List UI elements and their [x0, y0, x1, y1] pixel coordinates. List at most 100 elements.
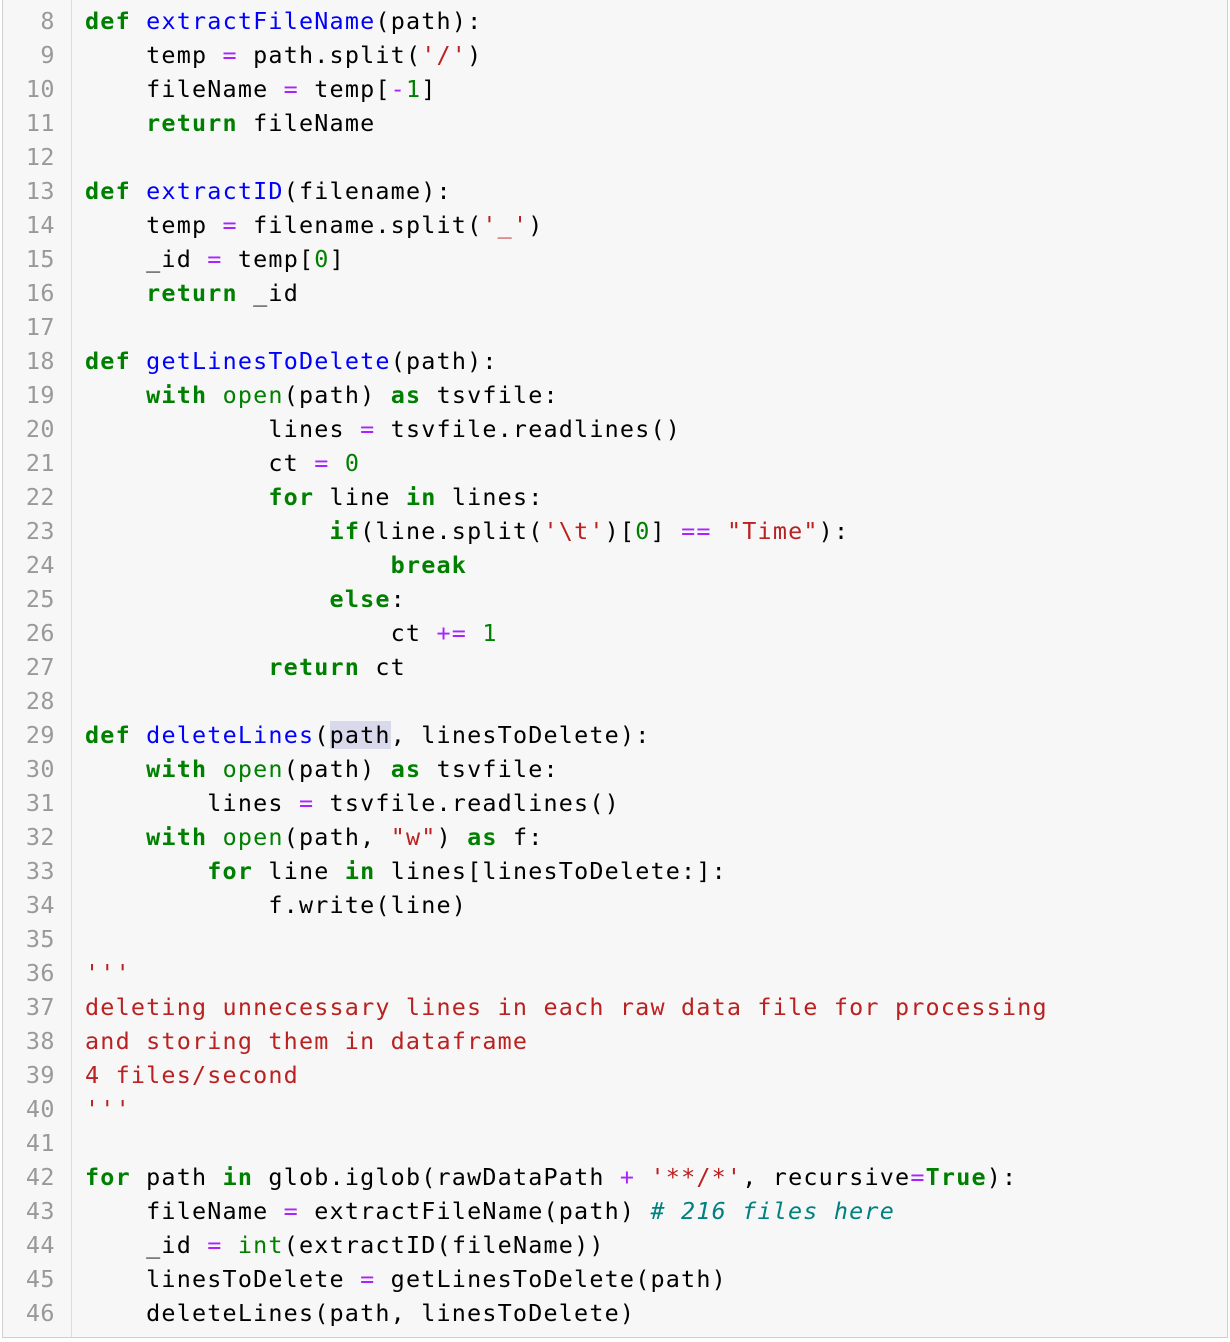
code-line[interactable]: f.write(line)	[85, 888, 1227, 922]
code-line[interactable]: _id = temp[0]	[85, 242, 1227, 276]
code-line[interactable]: for line in lines[linesToDelete:]:	[85, 854, 1227, 888]
code-line[interactable]: deleteLines(path, linesToDelete)	[85, 1296, 1227, 1330]
line-number: 11	[25, 109, 55, 137]
code-token: =	[283, 1197, 299, 1225]
code-line[interactable]: linesToDelete = getLinesToDelete(path)	[85, 1262, 1227, 1296]
code-token: path	[329, 721, 391, 749]
code-line[interactable]	[85, 310, 1227, 344]
code-line[interactable]: with open(path) as tsvfile:	[85, 752, 1227, 786]
code-token: if	[329, 517, 361, 545]
line-number: 43	[25, 1197, 55, 1225]
code-token	[85, 653, 268, 681]
code-line[interactable]: return ct	[85, 650, 1227, 684]
code-token	[85, 585, 330, 613]
code-line[interactable]: temp = filename.split('_')	[85, 208, 1227, 242]
code-line[interactable]: lines = tsvfile.readlines()	[85, 786, 1227, 820]
code-line[interactable]: 4 files/second	[85, 1058, 1227, 1092]
code-token: extractFileName(path)	[298, 1197, 651, 1225]
code-token: =	[283, 75, 299, 103]
code-line[interactable]	[85, 684, 1227, 718]
code-line[interactable]: def extractID(filename):	[85, 174, 1227, 208]
line-number: 22	[25, 483, 55, 511]
code-line[interactable]: deleting unnecessary lines in each raw d…	[85, 990, 1227, 1024]
code-token: '_'	[482, 211, 529, 239]
code-token: =	[222, 41, 238, 69]
code-line[interactable]: '''	[85, 1092, 1227, 1126]
code-token: filename.split(	[237, 211, 483, 239]
code-line[interactable]: for path in glob.iglob(rawDataPath + '**…	[85, 1160, 1227, 1194]
code-line[interactable]: break	[85, 548, 1227, 582]
code-line[interactable]	[85, 1126, 1227, 1160]
code-token: +	[619, 1163, 636, 1191]
code-token	[207, 755, 222, 783]
code-line[interactable]: def getLinesToDelete(path):	[85, 344, 1227, 378]
code-token: '''	[85, 959, 131, 987]
code-token	[85, 755, 146, 783]
code-line[interactable]	[85, 140, 1227, 174]
code-token: path	[130, 1163, 223, 1191]
code-token: (path):	[390, 347, 498, 375]
code-token: =	[314, 449, 330, 477]
line-number: 34	[25, 891, 55, 919]
code-line[interactable]	[85, 922, 1227, 956]
code-line[interactable]: temp = path.split('/')	[85, 38, 1227, 72]
code-token	[85, 551, 391, 579]
code-line[interactable]: return fileName	[85, 106, 1227, 140]
code-token: and storing them in dataframe	[85, 1027, 529, 1055]
code-token: ]	[650, 517, 682, 545]
code-line[interactable]: def deleteLines(path, linesToDelete):	[85, 718, 1227, 752]
code-token: with	[146, 381, 208, 409]
code-line[interactable]: if(line.split('\t')[0] == "Time"):	[85, 514, 1227, 548]
code-token: '**/*'	[650, 1163, 743, 1191]
code-token	[635, 1163, 650, 1191]
code-token: fileName	[237, 109, 376, 137]
code-token: ==	[681, 517, 712, 545]
code-line[interactable]: else:	[85, 582, 1227, 616]
code-token	[207, 381, 222, 409]
code-token: _id	[85, 1231, 208, 1259]
code-line[interactable]: fileName = extractFileName(path) # 216 f…	[85, 1194, 1227, 1228]
code-line[interactable]: with open(path) as tsvfile:	[85, 378, 1227, 412]
code-token	[85, 279, 146, 307]
code-token: (path,	[283, 823, 391, 851]
code-token: 1	[482, 619, 498, 647]
code-token: :	[390, 585, 406, 613]
code-area[interactable]: def extractFileName(path): temp = path.s…	[85, 0, 1227, 1337]
line-number: 12	[25, 143, 55, 171]
line-number: 32	[25, 823, 55, 851]
code-token: =	[207, 245, 223, 273]
code-token: tsvfile:	[421, 755, 559, 783]
code-token: (path)	[283, 755, 391, 783]
code-token	[712, 517, 727, 545]
line-number: 40	[25, 1095, 55, 1123]
code-line[interactable]: '''	[85, 956, 1227, 990]
line-number: 10	[25, 75, 55, 103]
code-token: with	[146, 823, 208, 851]
code-line[interactable]: for line in lines:	[85, 480, 1227, 514]
code-token	[131, 721, 146, 749]
code-token: ]	[329, 245, 345, 273]
code-line[interactable]: def extractFileName(path):	[85, 4, 1227, 38]
line-number: 29	[25, 721, 55, 749]
code-token: ):	[818, 517, 850, 545]
code-token: =	[910, 1163, 926, 1191]
code-line[interactable]: ct += 1	[85, 616, 1227, 650]
code-line[interactable]: with open(path, "w") as f:	[85, 820, 1227, 854]
code-line[interactable]: ct = 0	[85, 446, 1227, 480]
code-token: ):	[986, 1163, 1018, 1191]
code-token	[85, 857, 207, 885]
code-token: deleteLines	[146, 721, 315, 749]
code-line[interactable]: and storing them in dataframe	[85, 1024, 1227, 1058]
line-number: 27	[25, 653, 55, 681]
code-token: line	[314, 483, 406, 511]
code-line[interactable]: lines = tsvfile.readlines()	[85, 412, 1227, 446]
code-line[interactable]: return _id	[85, 276, 1227, 310]
code-token: # 216 files here	[650, 1197, 895, 1225]
code-line[interactable]: fileName = temp[-1]	[85, 72, 1227, 106]
code-token: tsvfile:	[421, 381, 559, 409]
code-token: temp[	[222, 245, 315, 273]
code-token: 0	[635, 517, 651, 545]
code-line[interactable]: _id = int(extractID(fileName))	[85, 1228, 1227, 1262]
code-token: as	[467, 823, 498, 851]
